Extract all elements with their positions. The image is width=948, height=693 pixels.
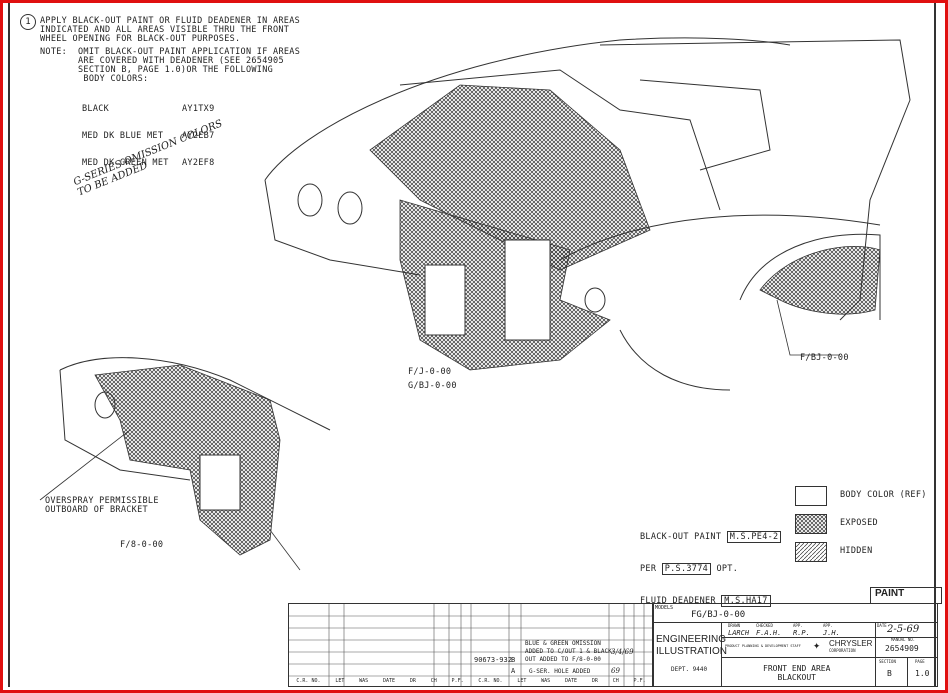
app-value: J.H. xyxy=(823,629,840,637)
instruction-text: APPLY BLACK-OUT PAINT OR FLUID DEADENER … xyxy=(40,16,301,44)
revision-date: 69 xyxy=(611,667,620,675)
app-label: APP. xyxy=(793,623,803,628)
view-label-gbj: G/BJ-0-00 xyxy=(408,381,457,391)
exposed-area-secondary xyxy=(94,364,281,556)
revision-letter: A xyxy=(511,667,516,675)
view-label-fbj: F/BJ-0-00 xyxy=(800,353,849,363)
view-label-f8: F/8-0-00 xyxy=(120,540,164,550)
drawing-border xyxy=(8,3,936,687)
note-number-callout: 1 xyxy=(20,14,36,30)
exposed-area-wheel-well xyxy=(759,246,881,315)
manual-label: MANUAL NO. xyxy=(891,637,916,642)
legend-swatch-hidden xyxy=(795,542,827,562)
checked-label: CHECKED xyxy=(756,623,773,628)
page-label: PAGE xyxy=(915,659,925,664)
revision-letter: B xyxy=(511,656,516,664)
view-label-fj: F/J-0-00 xyxy=(408,367,452,377)
section-label: SECTION xyxy=(879,659,896,664)
company-name: CHRYSLER xyxy=(829,639,873,648)
legend-swatch-body-color xyxy=(795,486,827,506)
note-text: OMIT BLACK-OUT PAINT APPLICATION IF AREA… xyxy=(78,47,301,84)
app-value: R.P. xyxy=(793,629,810,637)
app-label: APP. xyxy=(823,623,833,628)
dept-number: DEPT. 9440 xyxy=(671,666,708,673)
drawn-label: DRAWN xyxy=(728,623,741,628)
models-value: FG/BJ-0-00 xyxy=(691,610,746,620)
category-box: PAINT xyxy=(870,587,942,604)
legend-label-exposed: EXPOSED xyxy=(840,518,878,528)
chrysler-pentastar-icon: ✦ xyxy=(813,638,821,652)
exposed-area-engine-bay xyxy=(369,84,651,271)
legend-label-hidden: HIDDEN xyxy=(840,546,873,556)
company-sub: CORPORATION xyxy=(829,648,856,653)
checked-value: F.A.H. xyxy=(756,629,782,637)
manual-number: 2654909 xyxy=(885,644,919,653)
page-value: 1.0 xyxy=(915,669,930,678)
date-label: DATE xyxy=(877,623,887,628)
staff-label: PRODUCT PLANNING & DEVELOPMENT STAFF xyxy=(725,644,801,648)
paint-spec: BLACK-OUT PAINT M.S.PE4-2 PER P.S.3774 O… xyxy=(640,511,782,617)
revision-text: G-SER. HOLE ADDED xyxy=(529,668,591,675)
note-label: NOTE: xyxy=(40,47,68,57)
legend-label-body-color: BODY COLOR (REF) xyxy=(840,490,927,500)
drawn-value: LARCH xyxy=(728,629,750,637)
revision-date: 3/4/69 xyxy=(611,648,634,656)
date-value: 2-5-69 xyxy=(887,624,920,635)
models-label: MODELS xyxy=(655,605,674,611)
section-value: B xyxy=(887,669,892,678)
revision-cr-number: 90673-932 xyxy=(474,656,512,664)
revision-grid xyxy=(289,604,653,686)
legend-swatch-exposed xyxy=(795,514,827,534)
